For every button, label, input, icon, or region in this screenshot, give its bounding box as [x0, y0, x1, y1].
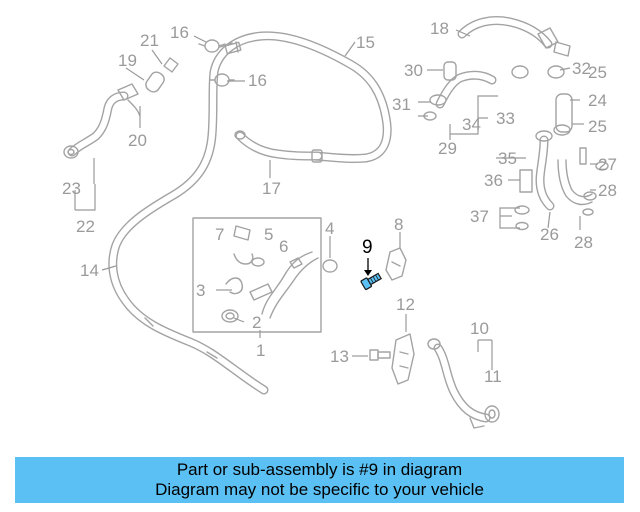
label-13: 13: [330, 347, 349, 366]
label-1: 1: [256, 341, 265, 360]
label-22: 22: [76, 217, 95, 236]
info-banner: Part or sub-assembly is #9 in diagram Di…: [15, 457, 624, 503]
hose-10-11: [427, 338, 500, 429]
label-18: 18: [430, 19, 449, 38]
bracket-8: [385, 247, 407, 281]
banner-line-1: Part or sub-assembly is #9 in diagram: [176, 460, 463, 479]
label-12: 12: [396, 295, 415, 314]
part-9-bolt: [360, 272, 382, 291]
label-25a: 25: [588, 63, 607, 82]
label-6: 6: [279, 237, 288, 256]
label-15: 15: [356, 33, 375, 52]
clamp-4: [322, 259, 338, 273]
assembly-19-23: [63, 39, 235, 159]
label-26: 26: [540, 225, 559, 244]
label-4: 4: [325, 219, 334, 238]
label-2: 2: [252, 313, 261, 332]
hose-17: [234, 130, 323, 163]
label-28b: 28: [574, 233, 593, 252]
label-19: 19: [118, 51, 137, 70]
label-34: 34: [462, 115, 481, 134]
label-9: 9: [362, 237, 373, 258]
label-32: 32: [572, 59, 591, 78]
label-27: 27: [598, 155, 617, 174]
label-33: 33: [496, 109, 515, 128]
label-17: 17: [262, 179, 281, 198]
hose-14-15: [108, 31, 392, 395]
bolt-13: [369, 349, 391, 361]
label-10: 10: [470, 319, 489, 338]
bracket-12: [391, 333, 415, 385]
label-24: 24: [588, 91, 607, 110]
label-16b: 16: [248, 71, 267, 90]
label-16a: 16: [170, 23, 189, 42]
label-36: 36: [484, 171, 503, 190]
label-11: 11: [484, 367, 502, 386]
label-8: 8: [394, 215, 403, 234]
label-23: 23: [62, 179, 81, 198]
label-29: 29: [438, 139, 457, 158]
leader-lines: [74, 29, 598, 370]
label-30: 30: [404, 61, 423, 80]
assembly-18-37: [423, 16, 609, 231]
parts-diagram: 1 2 3 4 5 6 7 8 9 10 11 12 13 14 15 16 1…: [62, 16, 617, 429]
label-21: 21: [140, 31, 159, 50]
label-25b: 25: [588, 117, 607, 136]
subassembly-1-7: [192, 217, 322, 333]
label-20: 20: [128, 131, 147, 150]
label-28a: 28: [598, 181, 617, 200]
label-5: 5: [264, 225, 273, 244]
banner-line-2: Diagram may not be specific to your vehi…: [155, 480, 484, 499]
label-37: 37: [470, 207, 489, 226]
callout-labels: 1 2 3 4 5 6 7 8 9 10 11 12 13 14 15 16 1…: [62, 19, 617, 386]
highlight-arrow: [364, 258, 372, 276]
label-31: 31: [392, 95, 411, 114]
label-35: 35: [498, 149, 517, 168]
label-14: 14: [80, 261, 99, 280]
label-7: 7: [215, 225, 224, 244]
label-3: 3: [196, 281, 205, 300]
